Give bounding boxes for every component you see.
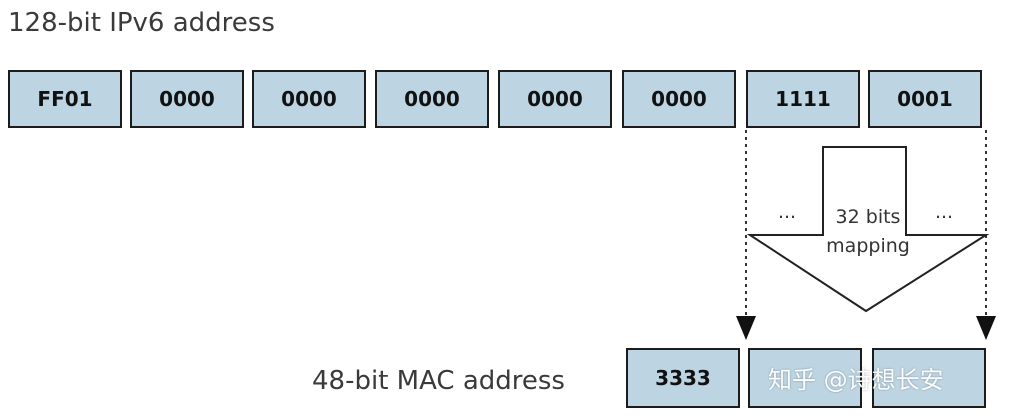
ipv6-cell-2: 0000 bbox=[130, 70, 244, 128]
mac-address-title: 48-bit MAC address bbox=[312, 366, 565, 396]
ipv6-cell-3: 0000 bbox=[252, 70, 366, 128]
mapping-label-line2: mapping bbox=[826, 235, 910, 257]
ipv6-address-title: 128-bit IPv6 address bbox=[8, 8, 275, 38]
arrow-head-left-icon bbox=[736, 316, 756, 340]
ipv6-cell-6: 0000 bbox=[622, 70, 736, 128]
ipv6-cell-4: 0000 bbox=[375, 70, 489, 128]
ellipsis-right: ... bbox=[935, 201, 953, 223]
ipv6-cell-7: 1111 bbox=[746, 70, 860, 128]
watermark-text: 知乎 @诗想长安 bbox=[768, 366, 944, 394]
ipv6-cell-8: 0001 bbox=[868, 70, 982, 128]
mac-cell-3 bbox=[872, 348, 986, 408]
mac-cell-1: 3333 bbox=[626, 348, 740, 408]
mapping-label-line1: 32 bits bbox=[836, 206, 901, 228]
mapping-arrow-icon bbox=[746, 146, 990, 313]
ellipsis-left: ... bbox=[778, 201, 796, 223]
arrow-head-right-icon bbox=[976, 316, 996, 340]
ipv6-cell-5: 0000 bbox=[498, 70, 612, 128]
ipv6-cell-1: FF01 bbox=[8, 70, 122, 128]
mac-cell-2 bbox=[748, 348, 862, 408]
